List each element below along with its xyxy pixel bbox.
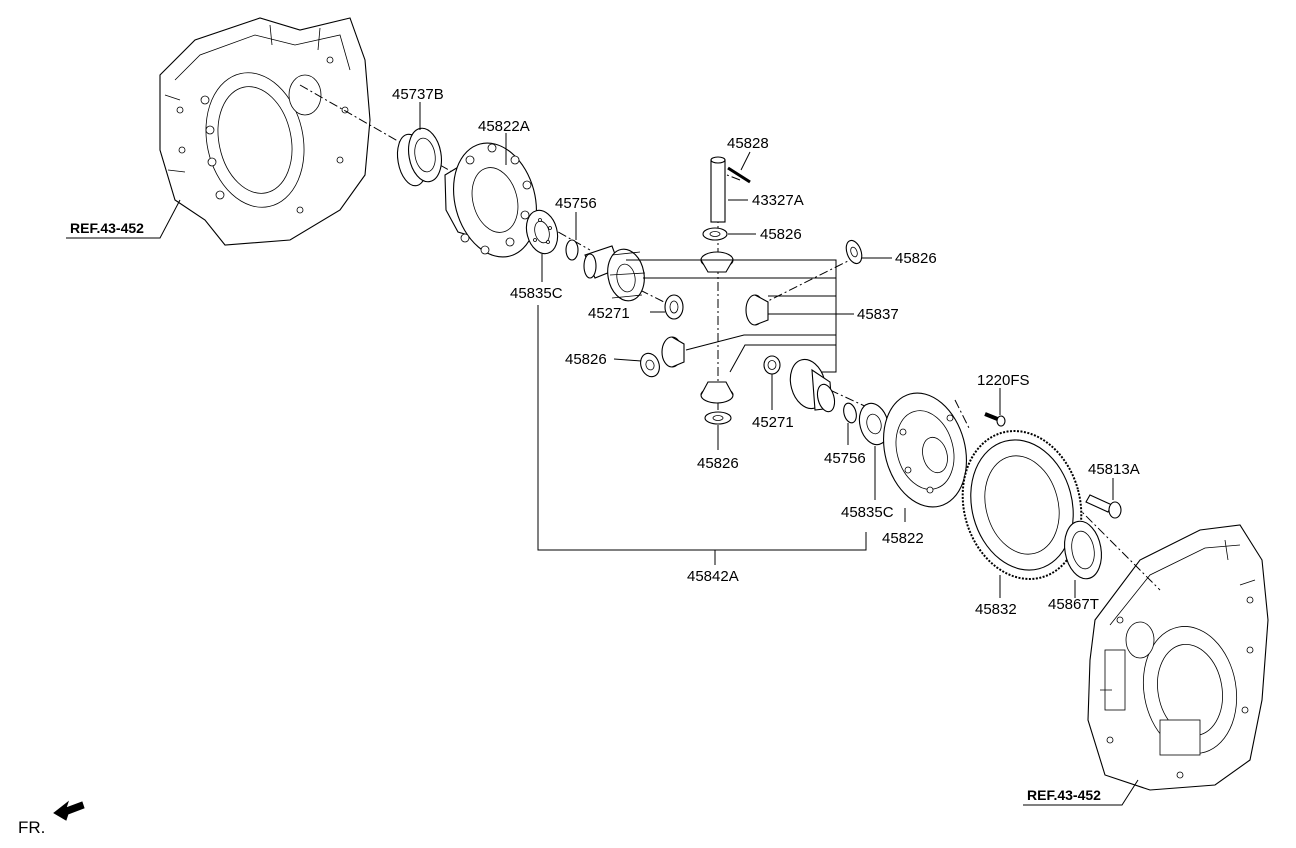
pinion-gear-45837 <box>745 294 769 326</box>
label-45822A: 45822A <box>478 118 530 135</box>
bolt-45813A <box>1085 494 1122 519</box>
front-label: FR. <box>18 818 45 837</box>
label-1220FS: 1220FS <box>977 372 1030 389</box>
label-45813A: 45813A <box>1088 461 1140 478</box>
leader-lines <box>419 102 1114 598</box>
ref-leaders <box>66 199 1139 806</box>
label-45826-left: 45826 <box>565 351 607 368</box>
label-45822: 45822 <box>882 530 924 547</box>
label-45271-left: 45271 <box>588 305 630 322</box>
bearing-45737B <box>396 127 442 187</box>
pinion-gear-bottom <box>700 381 734 404</box>
label-45826-right: 45826 <box>895 250 937 267</box>
differential-case-45822 <box>882 392 968 508</box>
pinion-gear-left <box>661 336 685 368</box>
bearing-45271-right <box>763 355 781 375</box>
front-arrow-icon <box>53 800 85 821</box>
transmission-case-right <box>1087 524 1269 791</box>
thrust-washer-45835C-right <box>858 402 890 446</box>
pinion-washer-45826-left <box>640 352 660 378</box>
ref-label-right[interactable]: REF.43-452 <box>1027 787 1101 803</box>
label-45835C-right: 45835C <box>841 504 894 521</box>
label-45826-top: 45826 <box>760 226 802 243</box>
label-43327A: 43327A <box>752 192 804 209</box>
snap-ring-45756-left <box>565 239 579 261</box>
snap-ring-45756-right <box>843 402 857 424</box>
label-45828: 45828 <box>727 135 769 152</box>
lock-pin-45828 <box>727 166 751 184</box>
ref-label-left[interactable]: REF.43-452 <box>70 220 144 236</box>
bolt-1220FS <box>984 412 1006 427</box>
part-labels: 45737B 45822A 45828 43327A 45756 45826 4… <box>392 86 1140 618</box>
side-gear-right <box>789 358 836 413</box>
transmission-case-left <box>159 17 371 246</box>
label-45867T: 45867T <box>1048 596 1099 613</box>
pinion-gear-top <box>700 251 734 273</box>
label-45842A: 45842A <box>687 568 739 585</box>
label-45756-left: 45756 <box>555 195 597 212</box>
label-45737B: 45737B <box>392 86 444 103</box>
label-45756-right: 45756 <box>824 450 866 467</box>
label-45826-bottom: 45826 <box>697 455 739 472</box>
label-45835C-left: 45835C <box>510 285 563 302</box>
pinion-washer-45826-right <box>845 239 863 265</box>
side-gear-left <box>583 245 646 302</box>
shim-45867T <box>1064 520 1102 580</box>
front-direction-indicator: FR. <box>18 800 85 837</box>
ring-gear-45832 <box>961 430 1083 580</box>
label-45271-right: 45271 <box>752 414 794 431</box>
label-45832: 45832 <box>975 601 1017 618</box>
pinion-washer-45826-bottom <box>704 411 732 425</box>
thrust-washer-45835C-left <box>525 209 559 255</box>
differential-case-45822A <box>444 142 538 258</box>
pinion-washer-45826-top <box>702 227 728 241</box>
label-45837: 45837 <box>857 306 899 323</box>
bearing-45271-left <box>664 294 684 320</box>
pinion-shaft-43327A <box>710 156 726 223</box>
